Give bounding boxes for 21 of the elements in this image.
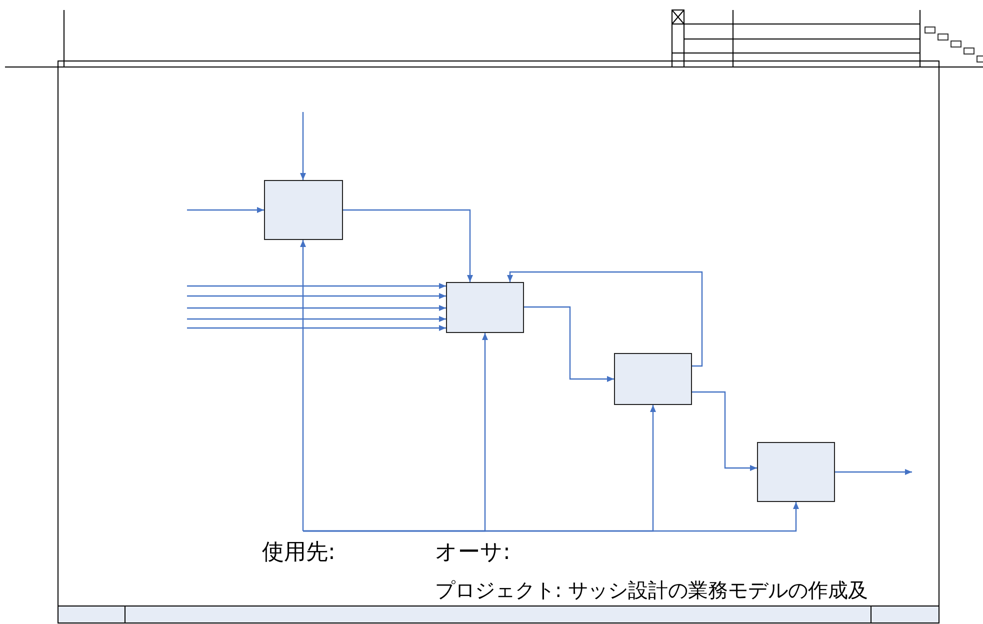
arrow — [187, 305, 446, 311]
function-box — [446, 282, 524, 333]
function-box — [614, 353, 692, 405]
arrow — [187, 283, 446, 289]
arrow — [187, 207, 264, 213]
arrow — [507, 271, 703, 367]
arrow — [300, 240, 306, 531]
function-box — [264, 180, 343, 240]
function-box — [757, 442, 835, 502]
arrow — [343, 209, 473, 282]
arrow — [303, 502, 799, 532]
form-field-label: 使用先: — [262, 542, 336, 564]
form-field-label: オーサ: — [435, 542, 510, 564]
arrow — [187, 293, 446, 299]
arrow — [187, 316, 446, 322]
form-field-label: プロジェクト: サッシ設計の業務モデルの作成及 — [435, 580, 868, 600]
arrow — [300, 112, 306, 180]
arrow — [835, 469, 912, 475]
arrow — [692, 391, 757, 471]
arrow — [524, 306, 614, 382]
arrow — [187, 325, 446, 331]
